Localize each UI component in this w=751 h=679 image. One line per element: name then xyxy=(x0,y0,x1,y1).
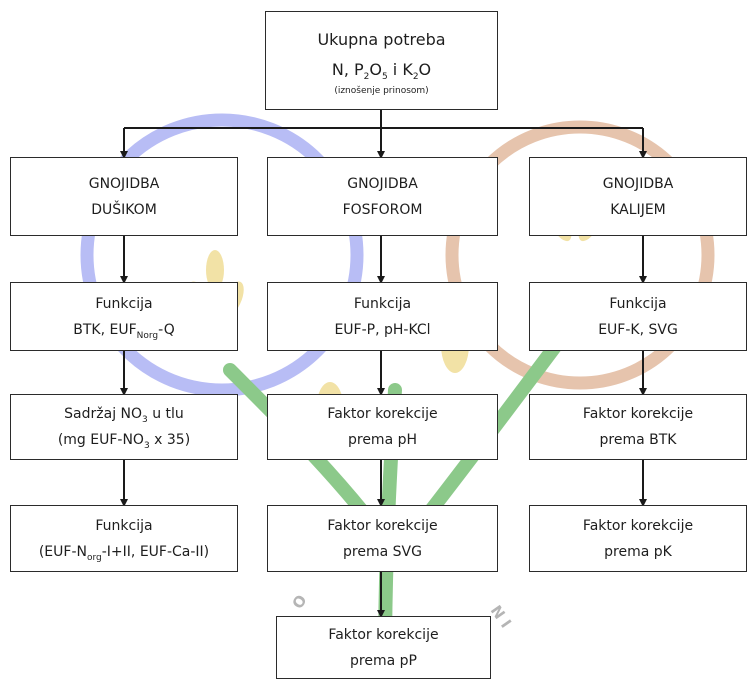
nutrients-sub-k: 2 xyxy=(412,71,419,82)
n-function2-title: Funkcija xyxy=(95,517,153,534)
total-need-title: Ukupna potreba xyxy=(317,29,446,49)
total-need-nutrients: N, P2O5 i K2O xyxy=(332,55,431,85)
p-header-line1: GNOJIDBA xyxy=(347,175,418,192)
n-content-pre: Sadržaj NO xyxy=(64,406,143,422)
nutrients-text-k: i K xyxy=(387,59,413,79)
n-function2-pre: (EUF-N xyxy=(38,543,87,560)
n-header-line1: GNOJIDBA xyxy=(88,175,160,192)
n-content-post: u tlu xyxy=(147,406,184,422)
watermark-circle-left xyxy=(80,113,364,397)
p-correction-ph-line1: Faktor korekcije xyxy=(327,406,438,422)
k-function-formula: EUF-K, SVG xyxy=(598,321,678,338)
k-header-line1: GNOJIDBA xyxy=(602,175,674,192)
n-function-pre: BTK, EUF xyxy=(73,321,137,338)
nutrients-sub-o: 5 xyxy=(381,71,388,82)
p-correction-pp-box: Faktor korekcije prema pP xyxy=(276,616,491,679)
n-function-sub: Norg xyxy=(136,330,159,341)
k-correction-pk-line1: Faktor korekcije xyxy=(582,517,694,534)
p-correction-ph-box: Faktor korekcije prema pH xyxy=(267,394,498,460)
n-header-box: GNOJIDBA DUŠIKOM xyxy=(10,157,238,236)
nutrients-sub-p: 2 xyxy=(363,71,370,82)
p-correction-svg-box: Faktor korekcije prema SVG xyxy=(267,505,498,572)
k-correction-pk-line2: prema pK xyxy=(604,543,672,560)
n-function2-sub: org xyxy=(86,552,102,563)
n-function-title: Funkcija xyxy=(95,295,153,312)
p-function-formula: EUF-P, pH-KCl xyxy=(334,321,431,338)
nutrients-text-end: O xyxy=(418,59,432,79)
total-need-box: Ukupna potreba N, P2O5 i K2O (iznošenje … xyxy=(265,11,498,110)
n-header-line2: DUŠIKOM xyxy=(91,201,157,218)
p-correction-svg-line2: prema SVG xyxy=(343,543,422,560)
n-function2-formula: (EUF-Norg-I+II, EUF-Ca-II) xyxy=(39,539,209,565)
n-content2-post: x 35) xyxy=(149,432,191,448)
n-content-line2: (mg EUF-NO3 x 35) xyxy=(58,427,190,453)
p-function-box: Funkcija EUF-P, pH-KCl xyxy=(267,282,498,351)
k-header-box: GNOJIDBA KALIJEM xyxy=(529,157,747,236)
n-function2-box: Funkcija (EUF-Norg-I+II, EUF-Ca-II) xyxy=(10,505,238,572)
n-function-formula: BTK, EUFNorg-Q xyxy=(73,317,174,343)
n-function-post: -Q xyxy=(158,321,175,338)
k-correction-btk-line2: prema BTK xyxy=(599,432,677,448)
n-content2-sub: 3 xyxy=(143,440,150,451)
p-correction-svg-line1: Faktor korekcije xyxy=(327,517,438,534)
p-correction-pp-line1: Faktor korekcije xyxy=(328,626,439,643)
n-function2-post: -I+II, EUF-Ca-II) xyxy=(101,543,210,560)
p-header-line2: FOSFOROM xyxy=(342,201,423,218)
k-correction-btk-box: Faktor korekcije prema BTK xyxy=(529,394,747,460)
nutrients-text-o: O xyxy=(369,59,382,79)
k-header-line2: KALIJEM xyxy=(610,201,666,218)
n-content-box: Sadržaj NO3 u tlu (mg EUF-NO3 x 35) xyxy=(10,394,238,460)
p-correction-pp-line2: prema pP xyxy=(350,652,417,669)
n-function-box: Funkcija BTK, EUFNorg-Q xyxy=(10,282,238,351)
p-function-title: Funkcija xyxy=(353,295,412,312)
k-correction-btk-line1: Faktor korekcije xyxy=(582,406,694,422)
p-header-box: GNOJIDBA FOSFOROM xyxy=(267,157,498,236)
total-need-note: (iznošenje prinosom) xyxy=(334,85,429,96)
nutrients-text-n: N, P xyxy=(331,59,364,79)
p-correction-ph-line2: prema pH xyxy=(347,432,418,448)
n-content-line1: Sadržaj NO3 u tlu xyxy=(64,401,184,427)
n-content-sub: 3 xyxy=(142,414,148,425)
k-correction-pk-box: Faktor korekcije prema pK xyxy=(529,505,747,572)
k-function-box: Funkcija EUF-K, SVG xyxy=(529,282,747,351)
n-content2-pre: (mg EUF-NO xyxy=(57,432,144,448)
k-function-title: Funkcija xyxy=(609,295,667,312)
